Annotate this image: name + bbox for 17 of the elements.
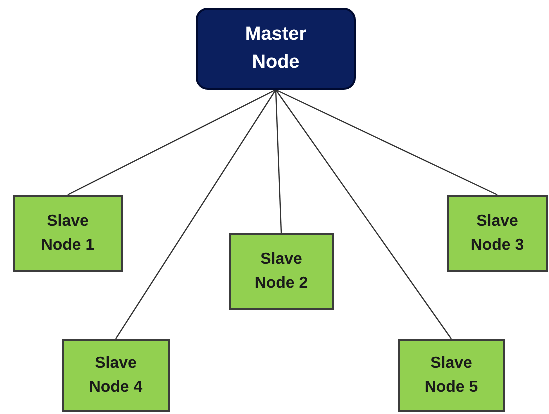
node-label: Slave Node 2 xyxy=(254,250,310,294)
slave-node-box xyxy=(229,233,334,310)
master-node-box xyxy=(196,8,356,90)
node-label: Slave Node 1 xyxy=(40,212,96,256)
connector-line xyxy=(276,89,498,196)
connector-line xyxy=(276,90,452,340)
node-label: Slave Node 5 xyxy=(424,354,480,398)
slave-node-box xyxy=(447,195,548,272)
node-label: Master Node xyxy=(244,23,308,75)
connector-line xyxy=(275,90,282,234)
connector-line xyxy=(116,90,276,340)
slave-node-box xyxy=(398,339,505,412)
node-label: Slave Node 3 xyxy=(470,212,526,256)
slave-node-box xyxy=(62,339,170,412)
slave-node-box xyxy=(13,195,123,272)
node-label: Slave Node 4 xyxy=(88,354,144,398)
connector-line xyxy=(68,89,276,196)
